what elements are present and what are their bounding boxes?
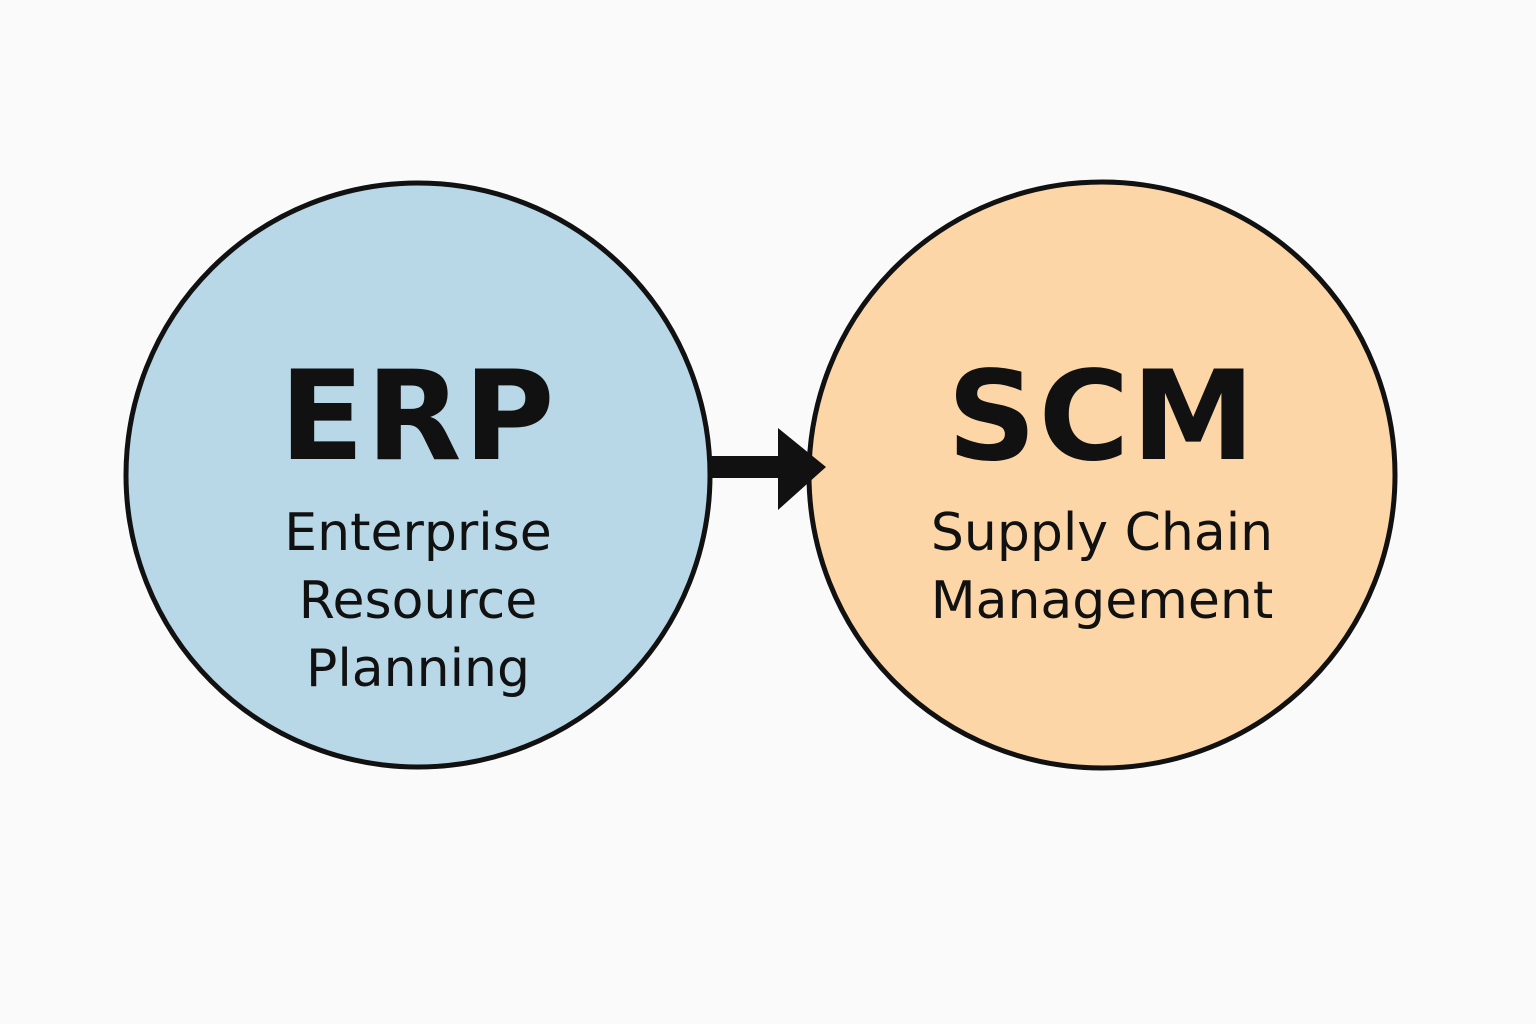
scm-line-2: Management [930,571,1274,631]
erp-line-1: Enterprise [284,503,552,563]
arrow-head-icon [778,428,826,510]
scm-node-label: SCM Supply Chain Management [852,355,1352,635]
arrow-shaft [711,456,783,478]
erp-full-name: Enterprise Resource Planning [218,499,618,703]
erp-line-3: Planning [306,639,530,699]
erp-line-2: Resource [298,571,538,631]
scm-full-name: Supply Chain Management [852,499,1352,635]
erp-node-label: ERP Enterprise Resource Planning [218,355,618,703]
scm-line-1: Supply Chain [930,503,1274,563]
scm-abbreviation: SCM [947,345,1257,489]
erp-node-circle [123,180,713,770]
erp-abbreviation: ERP [279,345,557,489]
arrow-connector [711,428,826,510]
